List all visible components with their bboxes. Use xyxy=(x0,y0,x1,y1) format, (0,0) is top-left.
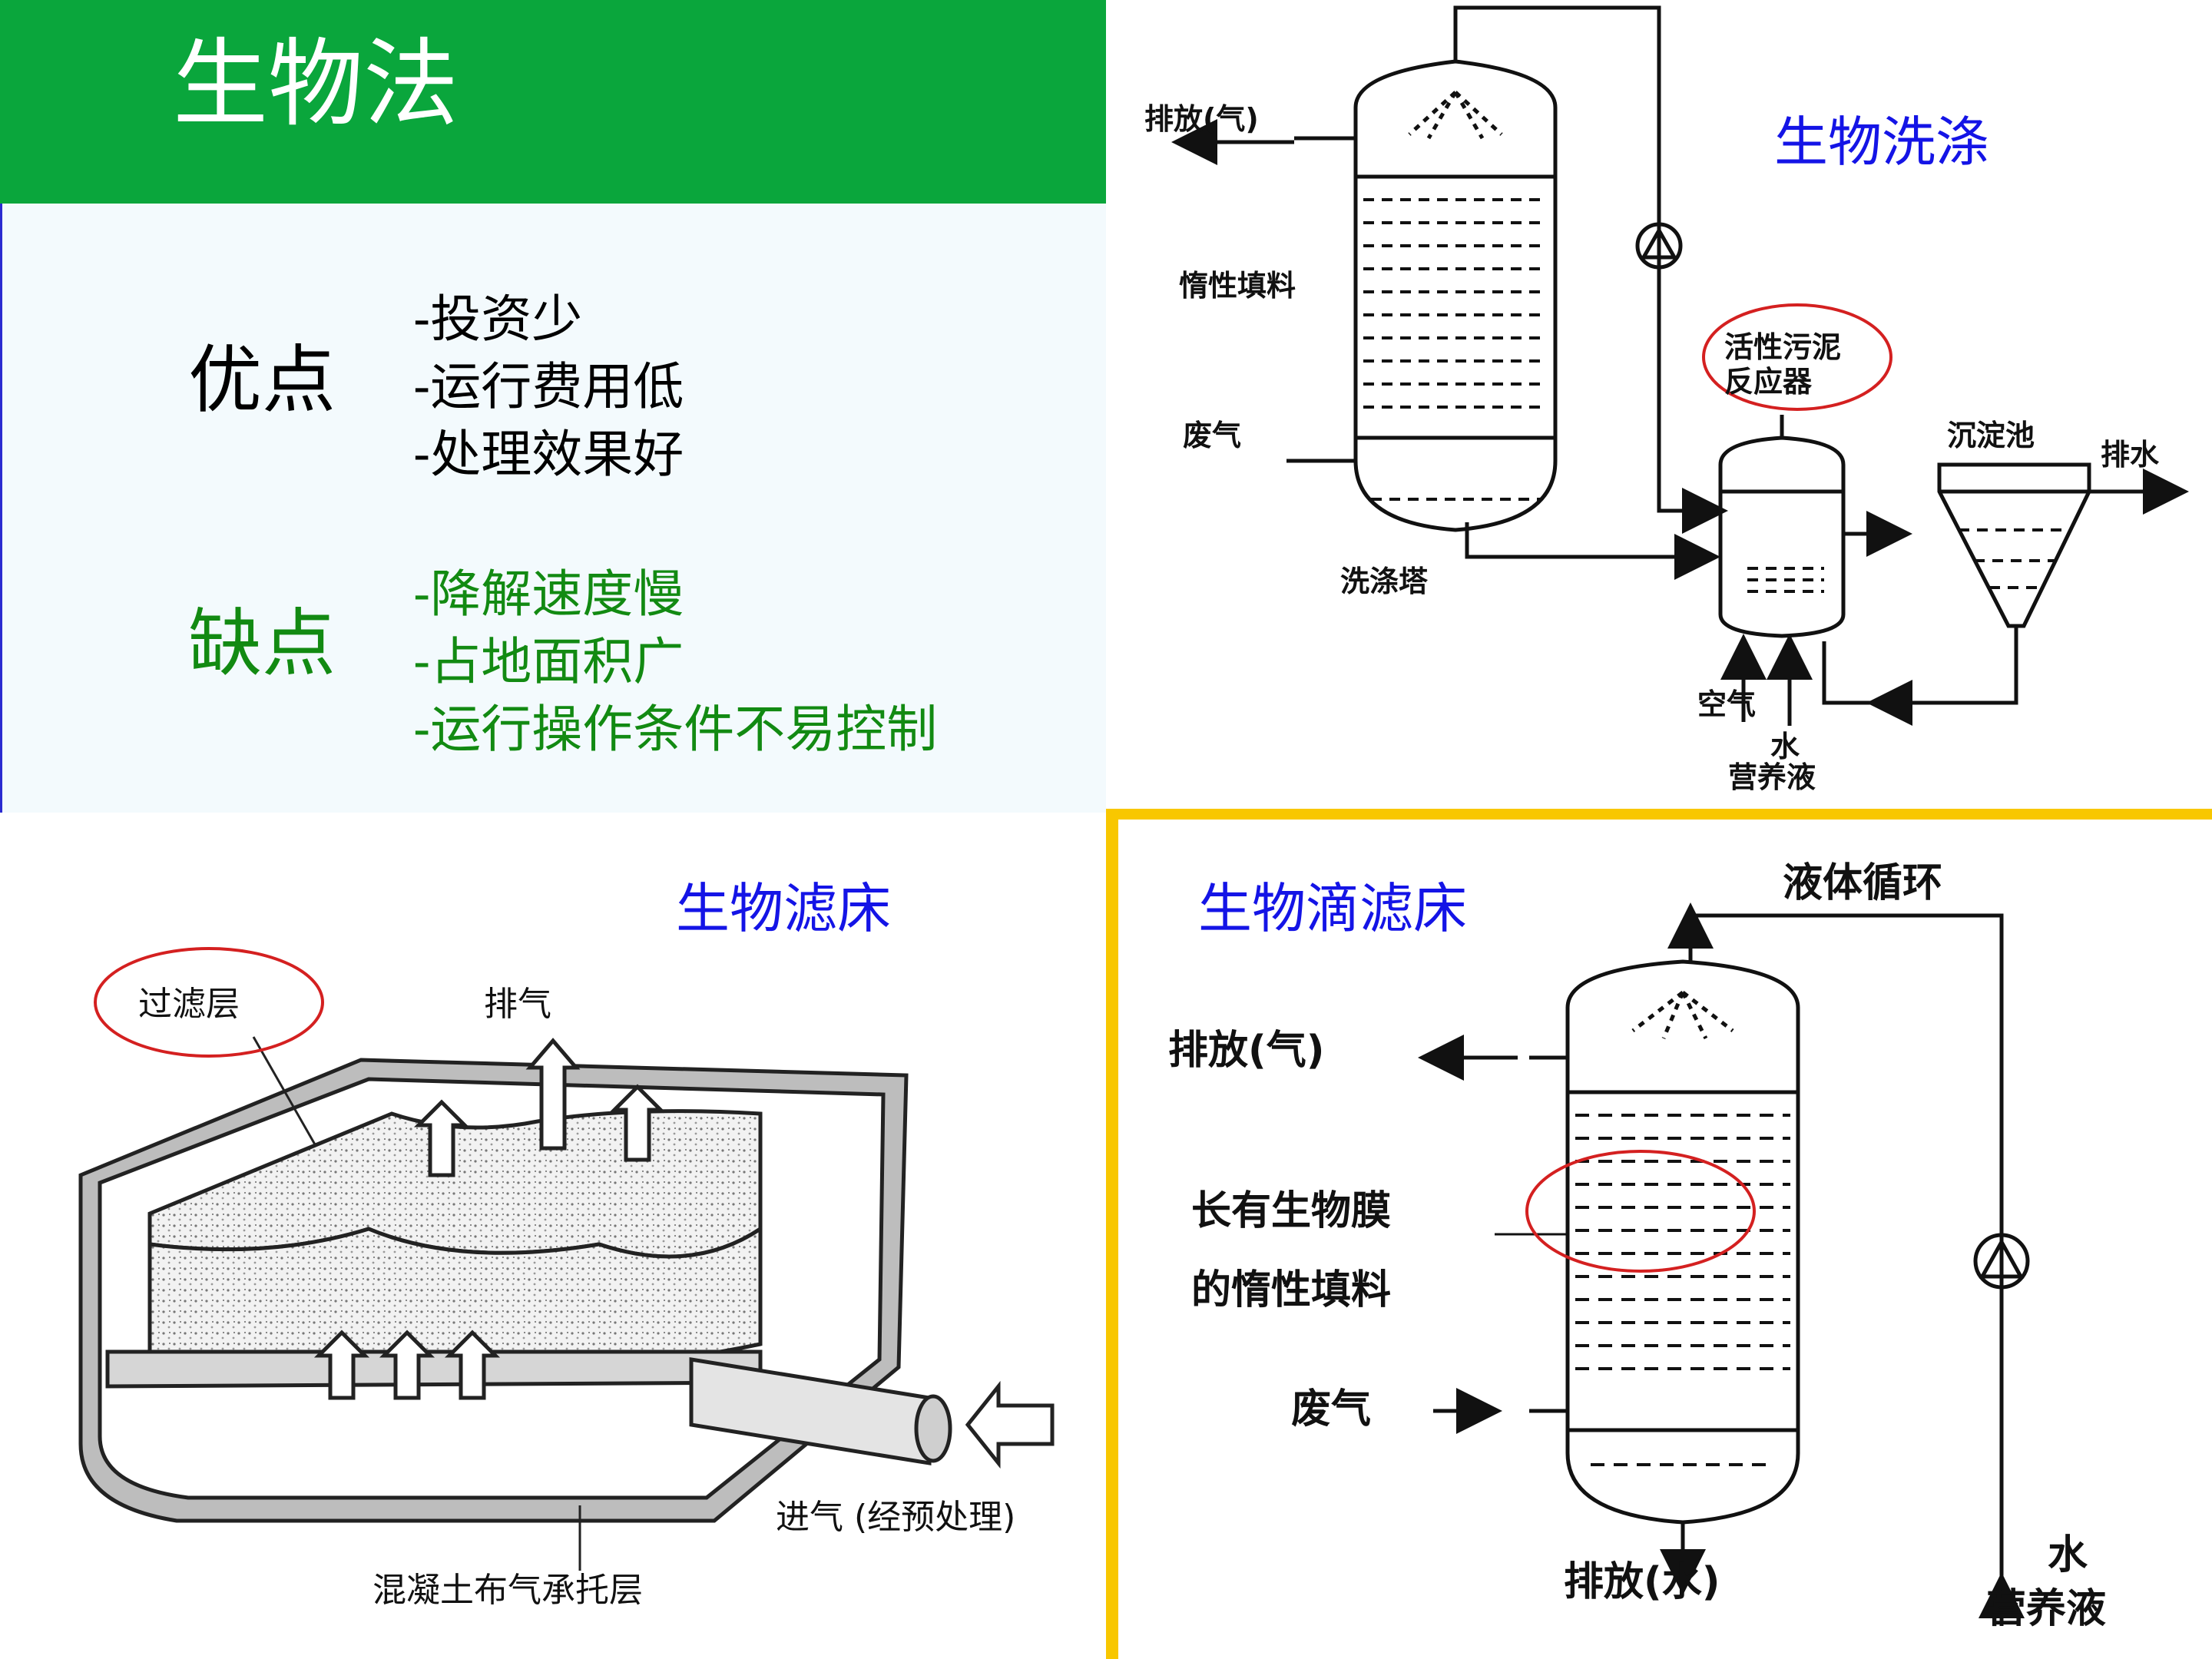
reactor-label-1: 活性污泥 xyxy=(1724,330,1841,364)
packing-label-2: 的惰性填料 xyxy=(1191,1267,1391,1313)
up-arrow-icon xyxy=(413,1099,470,1177)
title-bar xyxy=(0,0,1106,204)
filter-layer-label: 过滤层 xyxy=(138,985,240,1024)
biofilter-caption: 生物滤床 xyxy=(676,877,891,940)
support-layer-label: 混凝土布气承托层 xyxy=(373,1571,643,1610)
pros-label: 优点 xyxy=(188,337,336,423)
highlight-frame xyxy=(1106,809,2212,1659)
scrubber-tower xyxy=(1353,59,1558,532)
biofilter-diagram: 过滤层 排气 进气 (经预处理) 混凝土布气承托层 xyxy=(78,947,1055,1610)
biofilm-highlight-circle xyxy=(1525,1150,1756,1273)
pros-list: -投资少 -运行费用低 -处理效果好 xyxy=(413,286,684,488)
pros-item: -处理效果好 xyxy=(413,425,684,484)
drain-water-label: 排放(水) xyxy=(1564,1559,1720,1605)
cons-item: -运行操作条件不易控制 xyxy=(413,700,938,759)
inlet-pipe xyxy=(689,1357,932,1465)
cons-item: -降解速度慢 xyxy=(413,565,684,624)
pump-icon xyxy=(1635,222,1683,270)
filter-layer-highlight-circle xyxy=(94,947,324,1058)
trickling-column xyxy=(1565,959,1800,1525)
up-arrow-icon xyxy=(609,1084,666,1162)
scrubber-packing-label: 惰性填料 xyxy=(1179,269,1296,303)
pump-icon xyxy=(1973,1233,2030,1290)
recirculation-label: 液体循环 xyxy=(1783,860,1942,906)
scrubber-exhaust-label: 排放(气) xyxy=(1144,102,1259,136)
pros-item: -投资少 xyxy=(413,290,583,349)
pros-cons-panel xyxy=(0,204,1106,813)
trickling-exhaust-label: 排放(气) xyxy=(1168,1028,1325,1074)
up-arrow-icon xyxy=(444,1330,501,1400)
inlet-label: 进气 (经预处理) xyxy=(776,1498,1015,1537)
trickling-waste-gas-label: 废气 xyxy=(1291,1386,1371,1432)
trickling-water-label: 水 xyxy=(2048,1532,2088,1578)
cons-label: 缺点 xyxy=(188,601,336,687)
exhaust-label: 排气 xyxy=(484,985,551,1024)
nutrient-label: 营养液 xyxy=(1728,760,1816,794)
activated-sludge-reactor xyxy=(1718,435,1846,638)
scrubber-caption: 生物洗涤 xyxy=(1774,111,1989,174)
settling-tank xyxy=(1937,462,2091,628)
up-arrow-icon xyxy=(379,1330,435,1400)
trickling-filter-diagram: 液体循环 排放(气) 长有生物膜 的惰性填料 废气 排放(水) 水 营养液 xyxy=(1168,860,2106,1632)
packing-label-1: 长有生物膜 xyxy=(1191,1188,1391,1234)
inlet-arrow-icon xyxy=(965,1380,1055,1469)
scrubber-waste-gas-label: 废气 xyxy=(1183,419,1241,452)
drain-label: 排水 xyxy=(2101,438,2160,472)
cons-item: -占地面积广 xyxy=(413,632,684,691)
trickling-caption: 生物滴滤床 xyxy=(1198,877,1467,940)
page-title: 生物法 xyxy=(173,29,459,140)
bio-scrubber-diagram: 排放(气) 惰性填料 废气 洗涤塔 活性污泥 反应器 沉淀池 排水 空气 水 营… xyxy=(1144,5,2189,794)
reactor-highlight-circle xyxy=(1702,303,1892,411)
pros-item: -运行费用低 xyxy=(413,357,684,416)
scrubber-tower-label: 洗涤塔 xyxy=(1340,565,1429,598)
cons-list: -降解速度慢 -占地面积广 -运行操作条件不易控制 xyxy=(413,561,937,763)
up-arrow-icon xyxy=(525,1038,581,1151)
trickling-nutrient-label: 营养液 xyxy=(1986,1586,2106,1632)
air-label: 空气 xyxy=(1697,687,1756,721)
reactor-label-2: 反应器 xyxy=(1724,365,1813,399)
up-arrow-icon xyxy=(313,1330,370,1400)
settler-label: 沉淀池 xyxy=(1947,419,2035,452)
water-label: 水 xyxy=(1770,730,1800,763)
